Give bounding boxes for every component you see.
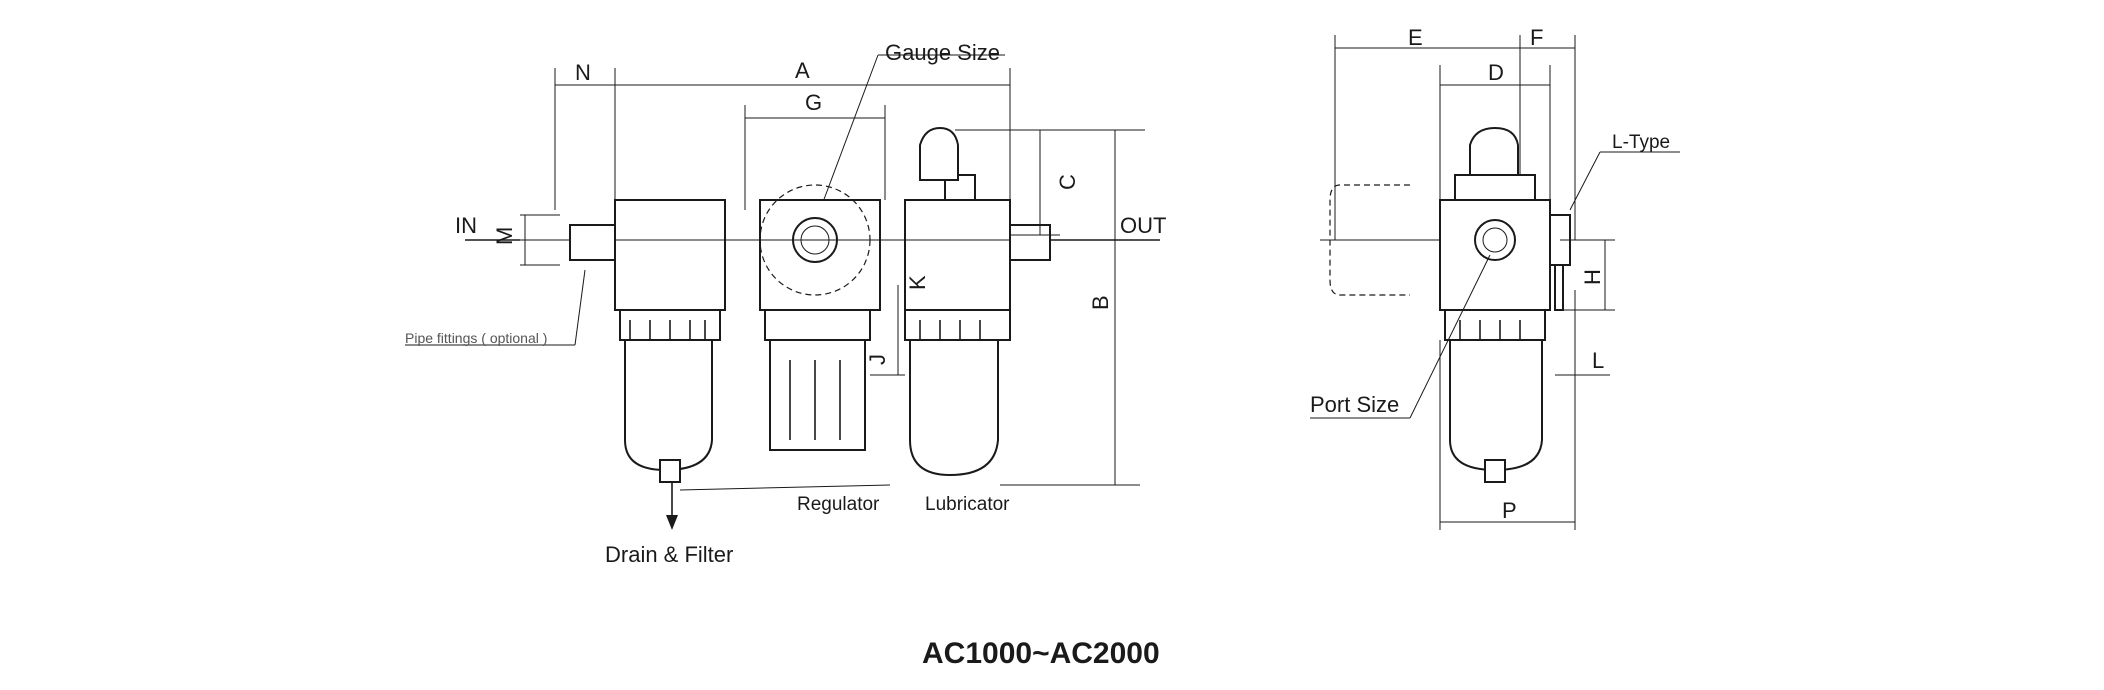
dim-label-g: G [805, 90, 822, 115]
model-title: AC1000~AC2000 [922, 637, 1160, 670]
dim-label-d: D [1488, 60, 1504, 85]
dim-label-f: F [1530, 25, 1543, 50]
dim-label-n: N [575, 60, 591, 85]
side-view [1310, 35, 1680, 530]
drain-filter-label: Drain & Filter [605, 542, 733, 567]
gauge-size-callout: Gauge Size [885, 40, 1000, 65]
in-label: IN [455, 213, 477, 238]
out-label: OUT [1120, 213, 1166, 238]
dim-label-e: E [1408, 25, 1423, 50]
l-type-callout: L-Type [1612, 132, 1670, 153]
front-view [405, 54, 1160, 530]
regulator-label: Regulator [797, 494, 880, 515]
dim-label-m: M [492, 227, 517, 245]
dim-label-b: B [1088, 295, 1113, 310]
dim-label-a: A [795, 58, 810, 83]
pipe-fittings-callout: Pipe fittings ( optional ) [405, 330, 547, 346]
dim-label-l: L [1592, 348, 1604, 373]
dim-label-h: H [1580, 269, 1605, 285]
dim-label-c: C [1055, 174, 1080, 190]
dim-label-p: P [1502, 498, 1517, 523]
port-size-callout: Port Size [1310, 392, 1399, 417]
dim-label-j: J [865, 354, 890, 365]
lubricator-label: Lubricator [925, 494, 1010, 515]
dim-label-k: K [905, 275, 930, 290]
